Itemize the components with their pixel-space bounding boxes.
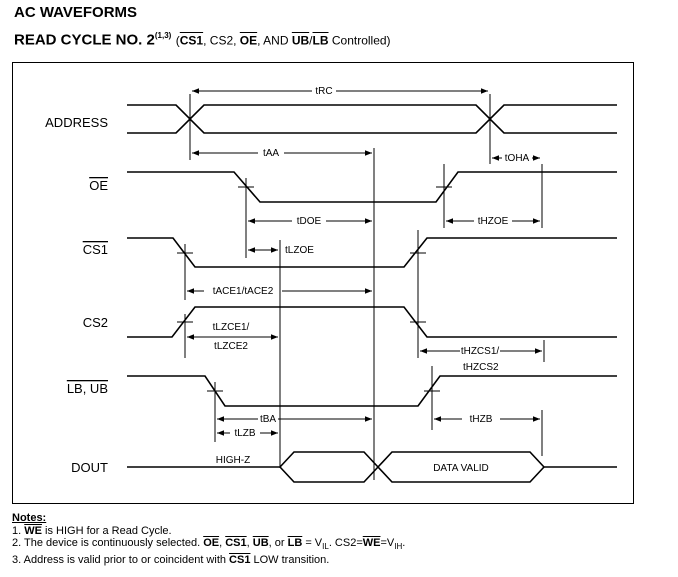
label-tdoe: tDOE <box>297 216 322 227</box>
notes-title: Notes: <box>12 512 47 524</box>
label-tlzce-2: tLZCE2 <box>214 341 248 352</box>
label-tlzoe: tLZOE <box>285 245 314 256</box>
signal-label-cs2: CS2 <box>83 315 108 330</box>
cs1-waveform <box>127 237 617 268</box>
label-thzcs-1: tHZCS1/ <box>461 346 500 357</box>
note-1: 1. WE is HIGH for a Read Cycle. <box>12 524 172 537</box>
subtitle-main: READ CYCLE NO. 2 <box>14 31 155 49</box>
cs2-waveform <box>127 306 617 338</box>
note-2: 2. The device is continuously selected. … <box>12 537 406 552</box>
page-title: AC WAVEFORMS <box>14 4 138 21</box>
label-data-valid: DATA VALID <box>433 463 489 474</box>
label-toha: tOHA <box>505 153 530 164</box>
note-3: 3. Address is valid prior to or coincide… <box>12 553 330 566</box>
lb-ub-waveform <box>127 375 617 407</box>
label-tace: tACE1/tACE2 <box>213 286 274 297</box>
subtitle-rest: (CS1, CS2, OE, AND UB/LB Controlled) <box>175 33 391 48</box>
label-thzoe: tHZOE <box>478 216 509 227</box>
label-thzb: tHZB <box>470 414 493 425</box>
signal-label-dout: DOUT <box>71 460 108 475</box>
label-thzcs-2: tHZCS2 <box>463 362 499 373</box>
oe-waveform <box>127 171 617 203</box>
subtitle-sup: (1,3) <box>154 31 172 40</box>
notes-section: Notes: 1. WE is HIGH for a Read Cycle. 2… <box>12 512 405 566</box>
signal-label-address: ADDRESS <box>45 115 108 130</box>
address-waveform <box>127 104 617 134</box>
label-taa: tAA <box>263 148 279 159</box>
label-tlzce-1: tLZCE1/ <box>213 322 250 333</box>
label-highz: HIGH-Z <box>216 455 250 466</box>
label-tba: tBA <box>260 414 276 425</box>
label-tlzb: tLZB <box>234 428 255 439</box>
signal-label-oe: OE <box>89 178 108 193</box>
label-trc: tRC <box>315 86 332 97</box>
dout-waveform <box>127 451 617 483</box>
diagram-subtitle: READ CYCLE NO. 2(1,3) (CS1, CS2, OE, AND… <box>14 31 391 49</box>
signal-label-lb-ub: LB, UB <box>67 381 108 396</box>
diagram-frame <box>12 62 634 504</box>
signal-label-cs1: CS1 <box>83 242 108 257</box>
